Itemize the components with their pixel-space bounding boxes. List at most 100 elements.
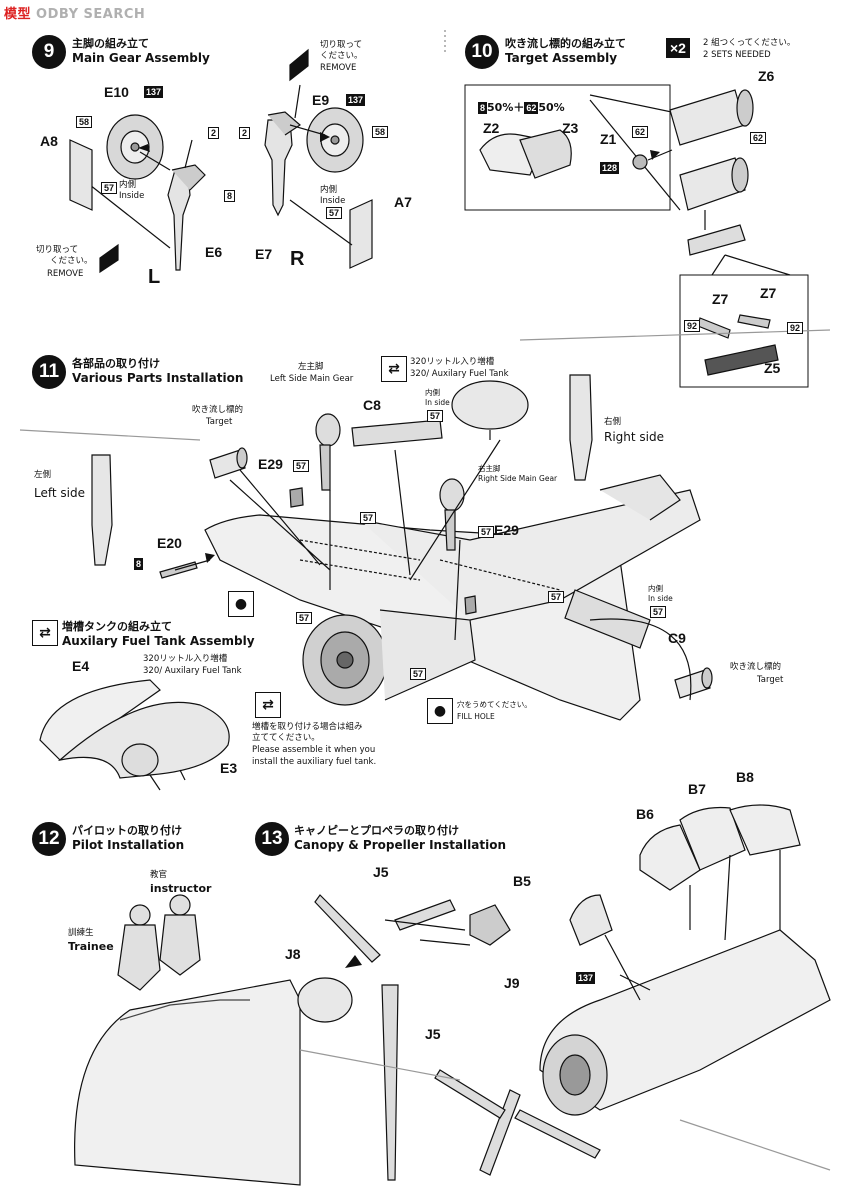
label-e10: E10 [104, 84, 129, 100]
label-e6: E6 [205, 244, 223, 260]
step-10-title-en: Target Assembly [505, 51, 618, 65]
badge-62-z6: 62 [750, 132, 767, 144]
target-en: Target [206, 417, 233, 427]
label-z7-b: Z7 [760, 285, 777, 301]
step-12-number: 12 [32, 822, 66, 856]
tank-note-en-1: Please assemble it when you [252, 745, 376, 755]
label-e9: E9 [312, 92, 330, 108]
left-main-gear-en: Left Side Main Gear [270, 374, 354, 384]
step-13-title-jp: キャノピーとプロペラの取り付け [294, 824, 459, 837]
aircraft-main-drawing [204, 474, 701, 721]
badge-57-c9: 57 [650, 606, 667, 618]
badge-57-left: 57 [296, 612, 313, 624]
callout-2: 2 [208, 127, 220, 139]
right-main-gear-en: Right Side Main Gear [478, 474, 558, 483]
badge-92-a: 92 [684, 320, 701, 332]
label-c9: C9 [668, 630, 686, 646]
badge-137-canopy: 137 [576, 972, 596, 984]
remove-en: REMOVE [47, 269, 84, 279]
label-right: R [290, 248, 305, 270]
right-main-gear-jp: 右主脚 [478, 464, 501, 473]
tank-note-en-2: install the auxiliary fuel tank. [252, 757, 377, 767]
fill-hole-en: FILL HOLE [457, 712, 495, 721]
step-9-title-jp: 主脚の組み立て [72, 37, 149, 50]
wheel-e10-drawing [106, 114, 164, 180]
inside-jp: 内側 [119, 180, 137, 190]
target-en-r: Target [757, 675, 784, 685]
inside-jp-r: 内側 [320, 185, 338, 195]
remove-en-r: REMOVE [320, 63, 357, 73]
remove-jp-1: 切り取って [36, 245, 79, 255]
label-a8: A8 [40, 133, 58, 149]
tank-note-icon: ⇄ [255, 692, 281, 718]
inside-en-c9: In side [648, 594, 673, 603]
badge-128: 128 [600, 162, 620, 174]
label-c8: C8 [363, 397, 381, 413]
label-b7: B7 [688, 781, 706, 797]
tank-note-jp-2: 立ててください。 [252, 733, 320, 743]
callout-8: 8 [224, 190, 236, 202]
tank-asm-en: 320/ Auxilary Fuel Tank [143, 666, 242, 676]
sets-needed-badge: ×2 [666, 38, 690, 58]
instructor-jp: 教官 [150, 870, 168, 880]
step-11-title-jp: 各部品の取り付け [72, 357, 160, 370]
remove-jp-r1: 切り取って [320, 40, 363, 50]
label-left: L [148, 266, 161, 288]
trainee-jp: 訓練生 [68, 928, 94, 938]
badge-57-e29: 57 [293, 460, 310, 472]
label-z5: Z5 [764, 360, 781, 376]
badge-57-e29b: 57 [478, 526, 495, 538]
watermark: 模型 ODBY SEARCH [4, 7, 146, 22]
label-j8: J8 [285, 946, 301, 962]
label-z6: Z6 [758, 68, 775, 84]
badge-57-bottom: 57 [410, 668, 427, 680]
badge-57-r: 57 [326, 207, 343, 219]
badge-137: 137 [144, 86, 164, 98]
badge-58: 58 [76, 116, 93, 128]
label-j5-b: J5 [425, 1026, 441, 1042]
optional-part-icon: ⇄ [381, 356, 407, 382]
label-z7-a: Z7 [712, 291, 729, 307]
label-z1: Z1 [600, 131, 617, 147]
badge-57-right-wing: 57 [548, 591, 565, 603]
sets-needed-en: 2 SETS NEEDED [703, 50, 771, 60]
left-main-gear-jp: 左主脚 [298, 362, 324, 372]
label-j5-a: J5 [373, 864, 389, 880]
target-jp: 吹き流し標的 [192, 405, 244, 415]
left-side-jp: 左側 [34, 470, 52, 480]
badge-57-wing: 57 [360, 512, 377, 524]
label-e4: E4 [72, 658, 90, 674]
right-side-jp: 右側 [604, 417, 622, 427]
tank-asm-jp: 320リットル入り増槽 [143, 654, 228, 664]
step-12-title-jp: パイロットの取り付け [72, 824, 182, 837]
label-z2: Z2 [483, 120, 500, 136]
label-b8: B8 [736, 769, 754, 785]
label-z3: Z3 [562, 120, 579, 136]
label-e7: E7 [255, 246, 273, 262]
inside-en: Inside [119, 191, 145, 201]
tank-assembly-icon: ⇄ [32, 620, 58, 646]
tank-note-jp-1: 増槽を取り付ける場合は組み [252, 722, 363, 732]
step-9-number: 9 [32, 35, 66, 69]
fill-hole-icon: ● [427, 698, 453, 724]
remove-jp-2: ください。 [50, 256, 93, 266]
badge-57-c8: 57 [427, 410, 444, 422]
sets-needed-jp: 2 組つくってください。 [703, 38, 796, 48]
callout-2-r: 2 [239, 127, 251, 139]
instructor-en: instructor [150, 882, 212, 895]
step-12-title-en: Pilot Installation [72, 838, 185, 852]
tank-assembly-title-jp: 増槽タンクの組み立て [62, 620, 172, 633]
fill-hole-jp: 穴をうめてください。 [457, 700, 532, 709]
wheel-e9-drawing [306, 107, 364, 173]
badge-8: 8 [134, 558, 144, 570]
inside-en-r: Inside [320, 196, 346, 206]
trainee-en: Trainee [68, 940, 114, 953]
step-9-title-en: Main Gear Assembly [72, 51, 210, 65]
label-j9: J9 [504, 975, 520, 991]
step-10-number: 10 [465, 35, 499, 69]
inside-jp-c9: 内側 [648, 584, 663, 593]
label-a7: A7 [394, 194, 412, 210]
badge-92-b: 92 [787, 322, 804, 334]
